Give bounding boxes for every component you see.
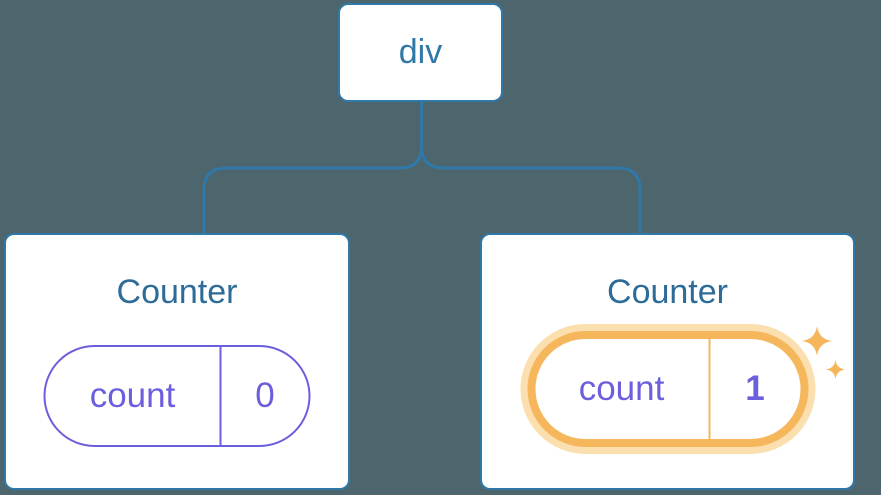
state-value: 1 <box>708 339 800 439</box>
counter-card-left: Counter count 0 <box>4 233 350 490</box>
counter-card-right: Counter count 1 <box>480 233 855 490</box>
state-name: count <box>89 376 176 415</box>
root-node-label: div <box>398 33 443 71</box>
root-node-div: div <box>338 3 503 102</box>
branch-left-line <box>202 102 423 233</box>
state-name: count <box>578 369 665 408</box>
state-pill-highlighted: count 1 <box>527 331 808 447</box>
sparkle-icon <box>826 360 845 379</box>
state-value: 0 <box>219 347 309 445</box>
component-title: Counter <box>116 273 238 311</box>
state-pill: count 0 <box>43 345 311 447</box>
sparkle-icon <box>802 326 832 356</box>
branch-right-line <box>420 102 642 233</box>
component-title: Counter <box>607 273 728 311</box>
